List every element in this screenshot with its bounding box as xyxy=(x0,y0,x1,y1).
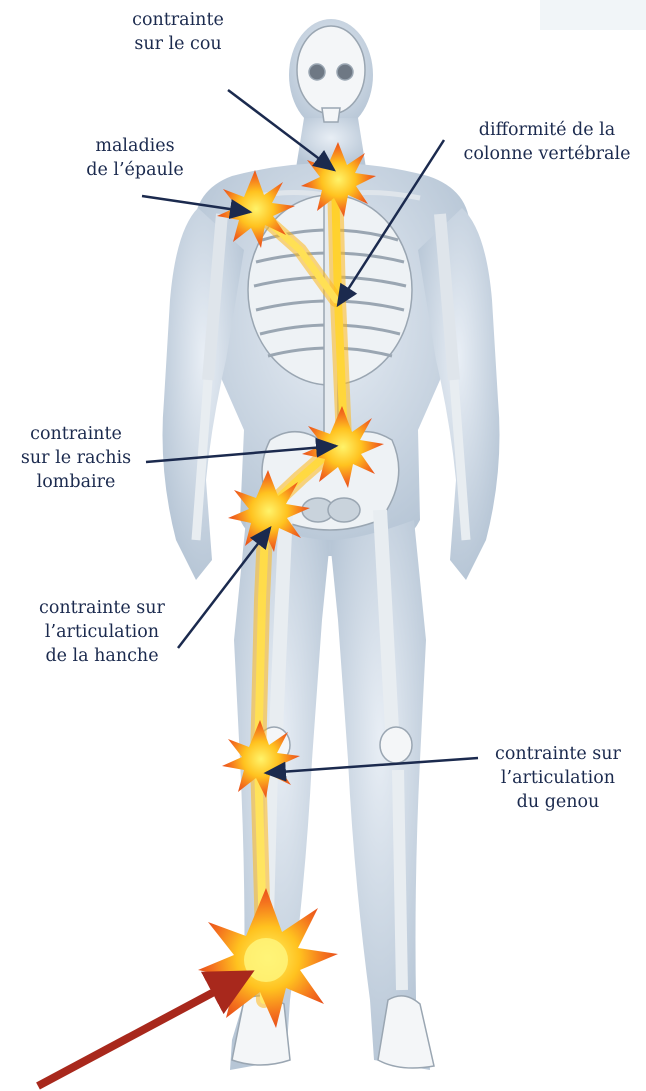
highlight-arrow xyxy=(38,976,244,1086)
pain-burst-foot xyxy=(198,888,338,1028)
label-line: de la hanche xyxy=(22,644,182,668)
label-shoulder: maladies de l’épaule xyxy=(70,134,200,182)
label-spine: difformité de la colonne vertébrale xyxy=(452,118,642,166)
label-line: contrainte sur xyxy=(22,596,182,620)
label-line: contrainte xyxy=(108,8,248,32)
label-line: difformité de la xyxy=(452,118,642,142)
label-neck: contrainte sur le cou xyxy=(108,8,248,56)
label-line: de l’épaule xyxy=(70,158,200,182)
arrow-icon xyxy=(38,976,244,1086)
label-line: maladies xyxy=(70,134,200,158)
label-line: sur le rachis xyxy=(8,446,144,470)
label-lumbar: contrainte sur le rachis lombaire xyxy=(8,422,144,494)
label-line: l’articulation xyxy=(480,766,636,790)
label-line: contrainte xyxy=(8,422,144,446)
label-line: du genou xyxy=(480,790,636,814)
label-line: contrainte sur xyxy=(480,742,636,766)
label-line: lombaire xyxy=(8,470,144,494)
label-knee: contrainte sur l’articulation du genou xyxy=(480,742,636,814)
label-line: colonne vertébrale xyxy=(452,142,642,166)
label-line: sur le cou xyxy=(108,32,248,56)
label-line: l’articulation xyxy=(22,620,182,644)
label-hip: contrainte sur l’articulation de la hanc… xyxy=(22,596,182,668)
